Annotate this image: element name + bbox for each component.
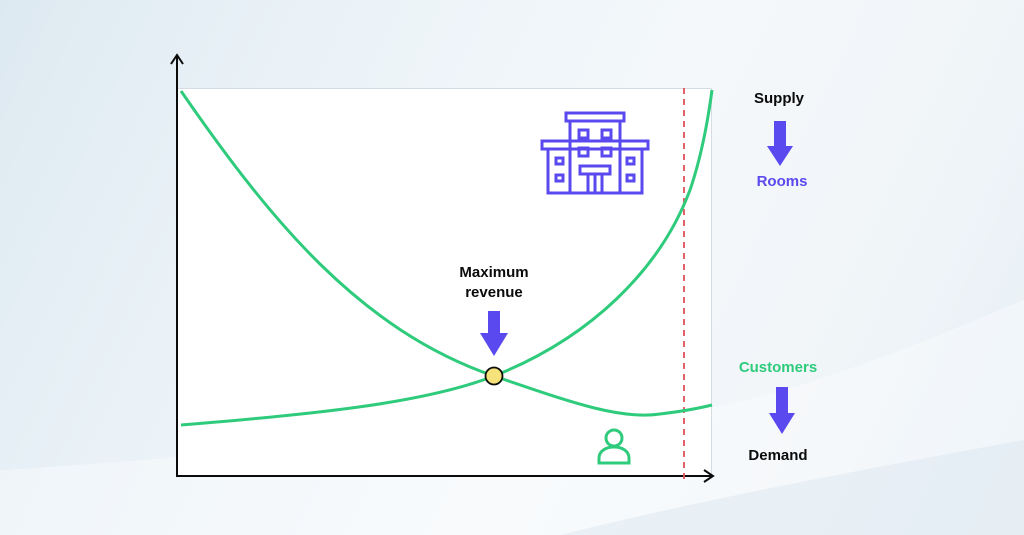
maximum-revenue-annotation: Maximum revenue xyxy=(434,263,554,303)
y-axis xyxy=(170,53,184,476)
down-arrow-icon xyxy=(769,387,795,434)
down-arrow-icon xyxy=(480,311,508,356)
plot-area xyxy=(178,88,712,475)
annotation-line-1: Maximum xyxy=(459,264,529,281)
customers-label: Customers xyxy=(738,359,818,376)
rooms-label: Rooms xyxy=(756,173,808,190)
demand-label: Demand xyxy=(748,447,808,464)
annotation-line-2: revenue xyxy=(465,284,523,301)
ascending-curve xyxy=(180,89,714,427)
person-icon xyxy=(597,428,631,465)
optimum-point xyxy=(484,366,504,386)
supply-label: Supply xyxy=(753,90,804,107)
hotel-building-icon xyxy=(540,111,650,195)
x-axis xyxy=(176,469,715,483)
down-arrow-icon xyxy=(767,121,793,166)
